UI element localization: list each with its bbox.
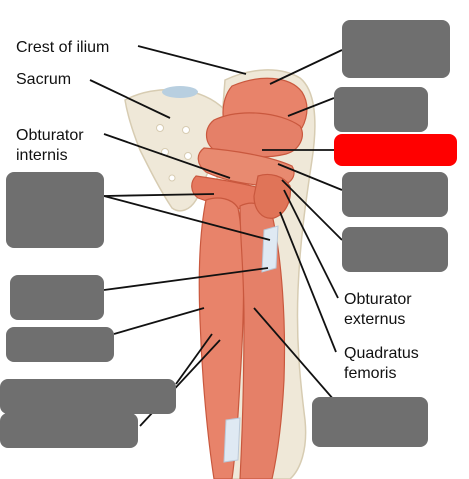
label-crest-of-ilium: Crest of ilium [16,39,110,56]
sacrum-hole-icon [168,174,176,182]
label-obturator-internis-line2: internis [16,147,68,164]
vessel-blob-icon [162,86,198,98]
answer-box-left-1[interactable] [6,172,104,248]
answer-box-right-1[interactable] [342,20,450,78]
leader-lines [89,45,343,427]
answer-box-left-4[interactable] [0,379,176,414]
label-obturator-externus-line2: externus [344,311,406,328]
answer-box-right-5[interactable] [342,227,448,272]
label-obturator-externus-line1: Obturator [344,291,412,308]
answer-box-left-2[interactable] [10,275,104,320]
sacrum-hole-icon [182,126,190,134]
answer-box-left-5[interactable] [0,413,138,448]
tendon [223,417,241,463]
tendon [261,225,279,273]
label-sacrum: Sacrum [16,71,72,88]
sacrum-hole-icon [156,124,164,132]
answer-box-right-3[interactable] [334,134,457,166]
answer-box-right-2[interactable] [334,87,428,132]
answer-box-left-3[interactable] [6,327,114,362]
label-obturator-internis-line1: Obturator [16,127,84,144]
quadratus-femoris-muscle [253,173,291,219]
label-quadratus-femoris-line2: femoris [344,365,397,382]
label-quadratus-femoris-line1: Quadratus [344,345,419,362]
sacrum-hole-icon [184,152,192,160]
answer-box-right-4[interactable] [342,172,448,217]
answer-box-right-6[interactable] [312,397,428,447]
piriformis-muscle [205,112,303,158]
hamstring-muscle [239,202,286,479]
